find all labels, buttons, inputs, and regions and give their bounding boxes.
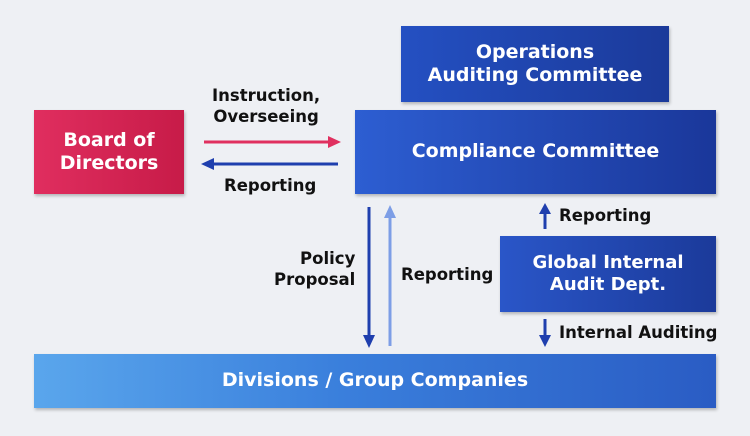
instruction-line-1: Instruction, <box>212 86 321 105</box>
policy-line-2: Proposal <box>274 269 356 289</box>
operations-auditing-line-1: Operations <box>475 40 595 63</box>
divisions-label: Divisions / Group Companies <box>221 369 529 392</box>
divisions-group-companies-box: Divisions / Group Companies <box>34 354 716 408</box>
instruction-overseeing-label: Instruction, Overseeing <box>212 86 320 127</box>
policy-line-1: Policy <box>300 249 356 268</box>
reporting-to-board-label: Reporting <box>224 176 317 195</box>
reporting-from-divisions-arrow <box>384 205 396 346</box>
global-internal-audit-box: Global Internal Audit Dept. <box>500 236 716 312</box>
operations-auditing-line-2: Auditing Committee <box>427 64 643 86</box>
reporting-to-board-arrow <box>201 158 338 170</box>
global-audit-line-1: Global Internal <box>532 252 684 274</box>
internal-auditing-label: Internal Auditing <box>559 323 718 342</box>
policy-proposal-label: Policy Proposal <box>274 249 355 290</box>
board-of-directors-box: Board of Directors <box>34 110 184 194</box>
reporting-from-audit-arrow <box>539 203 551 229</box>
instruction-arrow <box>204 136 341 148</box>
instruction-line-2: Overseeing <box>213 106 319 126</box>
policy-proposal-arrow <box>363 207 375 348</box>
operations-auditing-committee-box: Operations Auditing Committee <box>401 26 669 102</box>
global-audit-line-2: Audit Dept. <box>549 274 667 295</box>
compliance-committee-label: Compliance Committee <box>411 140 660 163</box>
reporting-from-audit-label: Reporting <box>559 206 652 225</box>
compliance-committee-box: Compliance Committee <box>355 110 716 194</box>
board-line-1: Board of <box>63 128 155 151</box>
internal-auditing-arrow <box>539 319 551 347</box>
reporting-from-divisions-label: Reporting <box>401 265 494 284</box>
board-line-2: Directors <box>59 152 159 174</box>
